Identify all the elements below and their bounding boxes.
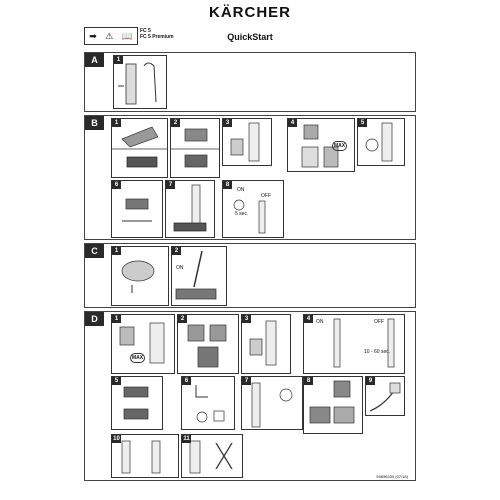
- step-number: 1: [112, 315, 121, 323]
- step-number: 5: [112, 377, 121, 385]
- document-number: 59696330 (07/18): [376, 474, 408, 479]
- step-number: 10: [112, 435, 121, 443]
- floor-cleaning-illustration: [175, 250, 217, 300]
- model-list: FC 5 FC 5 Premium: [140, 28, 174, 40]
- illustration-panel: 1: [111, 246, 169, 306]
- illustration-panel: 7: [241, 376, 303, 430]
- section-a: A 1: [84, 52, 416, 112]
- device-side-illustration: [365, 122, 393, 162]
- model-name: FC 5: [140, 28, 151, 34]
- step-number: 5: [358, 119, 367, 127]
- illustration-panel: 8 ON OFF 5 sec.: [222, 180, 284, 238]
- step-number: 1: [114, 56, 123, 64]
- brush-mount-illustration: [122, 198, 152, 222]
- section-d: D 1 MAX 2 3 4 ON OFF 10 - 60 sec.: [84, 311, 416, 481]
- illustration-panel: 5: [111, 376, 163, 430]
- on-label: ON: [237, 187, 245, 193]
- max-label: MAX: [130, 353, 146, 363]
- illustration-panel: 1 MAX: [111, 314, 175, 374]
- duration-label: 5 sec.: [235, 211, 249, 217]
- brand-logo: KÄRCHER: [209, 4, 291, 21]
- off-label: OFF: [374, 319, 384, 325]
- step-number: 8: [223, 181, 232, 189]
- washing-illustration: [195, 385, 225, 423]
- step-number: 6: [182, 377, 191, 385]
- cleaning-head-illustration: [112, 126, 167, 168]
- illustration-panel: 8: [303, 376, 363, 434]
- tank-insert-illustration: [249, 320, 277, 366]
- storage-illustration: [309, 380, 355, 424]
- section-label: C: [85, 244, 104, 258]
- station-illustration: [121, 440, 161, 474]
- illustration-panel: 2: [170, 118, 220, 178]
- step-number: 2: [171, 119, 180, 127]
- illustration-panel: 2 ON: [171, 246, 227, 306]
- off-label: OFF: [261, 193, 271, 199]
- illustration-panel: 1: [111, 118, 168, 178]
- illustration-panel: 10: [111, 434, 179, 478]
- step-number: 3: [242, 315, 251, 323]
- device-side-illustration: [230, 122, 260, 162]
- step-number: 1: [112, 119, 121, 127]
- section-b: B 1 2 3 4 MAX 5: [84, 115, 416, 240]
- arrow-icon: ➡: [89, 30, 97, 41]
- power-plug-illustration: [369, 382, 401, 412]
- illustration-panel: 7: [165, 180, 215, 238]
- step-number: 9: [366, 377, 375, 385]
- section-label: D: [85, 312, 104, 326]
- illustration-panel: 4 ON OFF 10 - 60 sec.: [303, 314, 405, 374]
- step-number: 3: [223, 119, 232, 127]
- warning-box: ➡ ⚠ 📖: [84, 27, 138, 45]
- illustration-panel: 4 MAX: [287, 118, 355, 172]
- on-label: ON: [176, 265, 184, 271]
- illustration-panel: 2: [177, 314, 239, 374]
- illustration-panel: 1: [113, 55, 167, 109]
- section-label: A: [85, 53, 104, 67]
- manual-book-icon: 📖: [121, 30, 133, 41]
- section-label: B: [85, 116, 104, 130]
- max-label: MAX: [332, 141, 348, 151]
- tank-empty-illustration: [187, 324, 227, 368]
- illustration-panel: 6: [111, 180, 163, 238]
- illustration-panel: 5: [357, 118, 405, 166]
- tank-fill-illustration: [119, 322, 165, 364]
- device-upright-illustration: [173, 184, 207, 232]
- step-number: 6: [112, 181, 121, 189]
- illustration-panel: 9: [365, 376, 405, 416]
- step-number: 7: [242, 377, 251, 385]
- step-number: 4: [304, 315, 313, 323]
- device-illustration: [118, 62, 157, 105]
- model-name: FC 5 Premium: [140, 34, 174, 40]
- roller-illustration: [171, 128, 219, 168]
- cleaning-agent-illustration: [189, 440, 233, 474]
- operation-illustration: [333, 318, 395, 368]
- illustration-panel: 3: [222, 118, 272, 166]
- roller-remove-illustration: [123, 386, 149, 420]
- page-title: QuickStart: [227, 32, 273, 42]
- water-tank-illustration: [301, 124, 339, 168]
- handle-illustration: [121, 260, 155, 293]
- step-number: 11: [182, 435, 191, 443]
- illustration-panel: 6: [181, 376, 235, 430]
- step-number: 8: [304, 377, 313, 385]
- step-number: 7: [166, 181, 175, 189]
- duration-label: 10 - 60 sec.: [364, 349, 391, 355]
- power-switch-illustration: [233, 199, 266, 234]
- step-number: 2: [178, 315, 187, 323]
- warning-triangle-icon: ⚠: [105, 30, 114, 41]
- step-number: 1: [112, 247, 121, 255]
- illustration-panel: 11: [181, 434, 243, 478]
- step-number: 4: [288, 119, 297, 127]
- drying-illustration: [251, 382, 293, 428]
- on-label: ON: [316, 319, 324, 325]
- illustration-panel: 3: [241, 314, 291, 374]
- step-number: 2: [172, 247, 181, 255]
- section-c: C 1 2 ON: [84, 243, 416, 308]
